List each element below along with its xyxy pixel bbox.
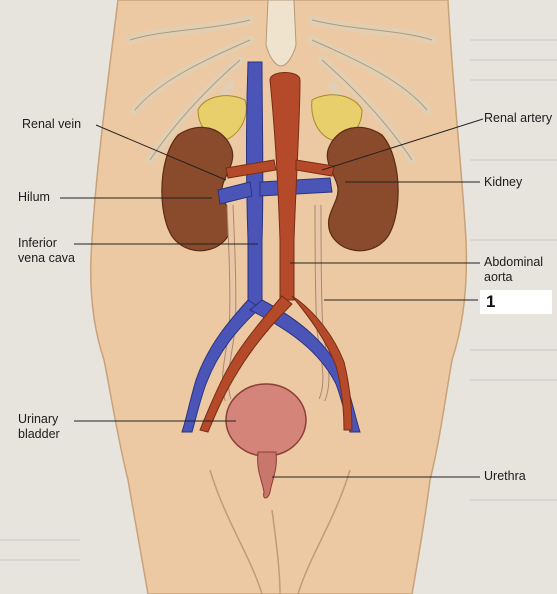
label-kidney: Kidney <box>484 175 522 190</box>
label-renal-vein: Renal vein <box>22 117 81 132</box>
sternum-xiphoid <box>266 0 296 66</box>
label-abdominal-aorta: Abdominal aorta <box>484 255 543 285</box>
urinary-bladder <box>226 384 306 456</box>
callout-number-box: 1 <box>480 290 552 314</box>
label-urethra: Urethra <box>484 469 526 484</box>
label-renal-artery: Renal artery <box>484 111 552 126</box>
label-hilum: Hilum <box>18 190 50 205</box>
right-kidney <box>327 127 398 250</box>
label-urinary-bladder: Urinary bladder <box>18 412 60 442</box>
label-inferior-vena-cava: Inferior vena cava <box>18 236 75 266</box>
